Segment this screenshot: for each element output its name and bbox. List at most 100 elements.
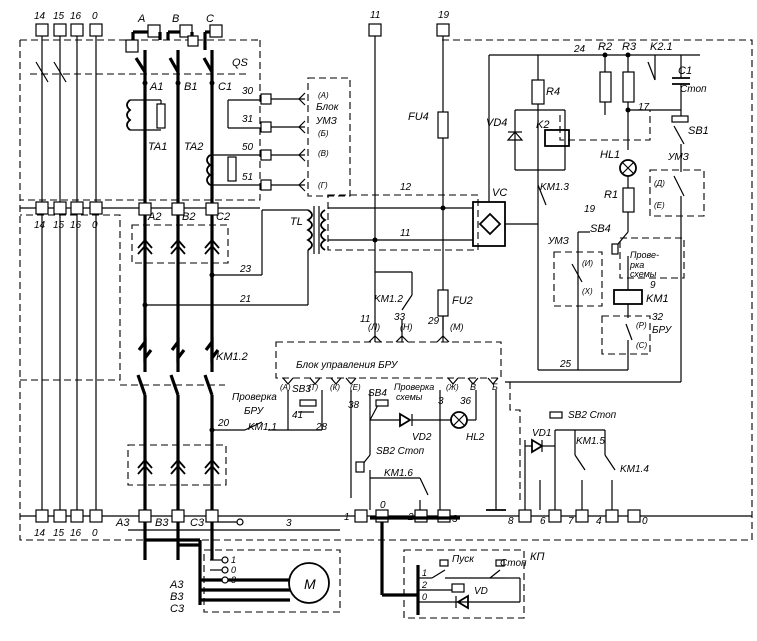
bru-input-a: (А) bbox=[280, 383, 291, 392]
wire-12-label: 12 bbox=[400, 182, 412, 193]
umz-contact-label: УМЗ bbox=[667, 152, 689, 163]
phase-c-label: C bbox=[206, 13, 214, 25]
hl1-label: HL1 bbox=[600, 149, 620, 161]
r1-label: R1 bbox=[604, 189, 618, 201]
wire-29-label: 29 bbox=[427, 316, 440, 327]
sb1-umz-contacts bbox=[505, 110, 705, 383]
umz-block: (А) Блок УМЗ (Б) (В) (Г) bbox=[298, 77, 351, 197]
fu2-label: FU2 bbox=[452, 295, 473, 307]
phase-junctions bbox=[142, 80, 215, 86]
bru-control-block bbox=[275, 335, 502, 385]
phase-b-label: B bbox=[172, 13, 179, 25]
top-terminal-label: 0 bbox=[92, 11, 98, 22]
wire-11-label: 11 bbox=[370, 10, 380, 21]
bottom-terminal-label: 16 bbox=[70, 528, 82, 539]
umz-block-title: Блок bbox=[316, 102, 340, 113]
check-scheme-circuit bbox=[350, 390, 506, 511]
wire-9-label: 9 bbox=[650, 280, 656, 291]
right-control-circuit bbox=[509, 382, 616, 510]
motor-tap-3: 3 bbox=[231, 575, 236, 585]
motor-c3-label: C3 bbox=[170, 603, 185, 615]
wire-32-label: 32 bbox=[652, 312, 664, 323]
wire-38-label: 38 bbox=[348, 400, 360, 411]
bru-input-zh: (Ж) bbox=[446, 383, 459, 392]
km16-label: KM1.6 bbox=[384, 468, 413, 479]
k2-label: K2 bbox=[536, 119, 549, 131]
phase-inputs: A B C QS bbox=[125, 13, 249, 69]
b2-label: B2 bbox=[182, 211, 195, 223]
bottom-control-terminals bbox=[354, 509, 641, 597]
top-terminal-label: 16 bbox=[70, 11, 82, 22]
b3-label: B3 bbox=[155, 517, 169, 529]
ta1-label: TA1 bbox=[148, 141, 167, 153]
mid-terminal-label: 0 bbox=[92, 220, 98, 231]
plug-connector-lower bbox=[127, 444, 227, 486]
umz-i-label: (И) bbox=[582, 259, 593, 268]
umz-input-v: (В) bbox=[318, 149, 329, 158]
stop-label-sb1: Стоп bbox=[680, 84, 707, 95]
kp-start-label: Пуск bbox=[452, 554, 475, 565]
vc-label: VC bbox=[492, 187, 507, 199]
wire-17-label: 17 bbox=[638, 102, 650, 113]
ta2-label: TA2 bbox=[184, 141, 203, 153]
term-6-label: 6 bbox=[540, 516, 546, 527]
wire-30-label: 30 bbox=[242, 86, 254, 97]
kp-control-post bbox=[403, 549, 525, 619]
check-scheme-l3: схемы bbox=[630, 269, 657, 279]
motor-label: M bbox=[304, 576, 316, 592]
bru-r-label: (Р) bbox=[636, 321, 647, 330]
wire-28-label: 28 bbox=[315, 422, 328, 433]
check-scheme-label-1: Проверка bbox=[394, 382, 434, 392]
bottom-terminal-label: 15 bbox=[53, 528, 65, 539]
vd1-label: VD1 bbox=[532, 428, 551, 439]
phase-2-terminals bbox=[138, 202, 219, 216]
wire-19-label: 19 bbox=[438, 10, 450, 21]
wire-50-label: 50 bbox=[242, 142, 254, 153]
wire-20-label: 20 bbox=[217, 418, 230, 429]
check-scheme-l1: Прове- bbox=[630, 250, 659, 260]
motor-b3-label: B3 bbox=[170, 591, 184, 603]
wire-24-label: 24 bbox=[573, 44, 586, 55]
current-transformers bbox=[126, 99, 262, 186]
wire-11b-label: 11 bbox=[400, 228, 410, 239]
sb4b-label: SB4 bbox=[368, 388, 387, 399]
timing-network bbox=[559, 52, 690, 213]
hl2-label: HL2 bbox=[466, 432, 485, 443]
r4-label: R4 bbox=[546, 86, 560, 98]
wire-21-label: 21 bbox=[239, 294, 251, 305]
umz-input-b: (Б) bbox=[318, 129, 329, 138]
outer-enclosure bbox=[19, 39, 753, 541]
umz2-label: УМЗ bbox=[547, 236, 569, 247]
kp-row-2: 2 bbox=[421, 580, 427, 590]
control-rails bbox=[328, 23, 473, 342]
bru-input-v: В bbox=[470, 382, 476, 392]
km15-label: KM1.5 bbox=[576, 436, 605, 447]
bus-3-label: 3 bbox=[286, 518, 292, 529]
wire-3-label: 3 bbox=[438, 396, 444, 407]
wire-31-label: 31 bbox=[242, 114, 253, 125]
term-0b-label: 0 bbox=[642, 516, 648, 527]
km13-label: KM1.3 bbox=[540, 182, 569, 193]
top-terminal-label: 15 bbox=[53, 11, 65, 22]
bottom-terminal-label: 14 bbox=[34, 528, 46, 539]
sb1-label: SB1 bbox=[688, 125, 709, 137]
bru-11-label: 11 bbox=[360, 314, 370, 325]
wire-36-label: 36 bbox=[460, 396, 472, 407]
term-0-label: 0 bbox=[380, 500, 386, 511]
kp-vd-label: VD bbox=[474, 586, 488, 597]
kp-label: КП bbox=[530, 551, 544, 563]
term-4-label: 4 bbox=[596, 516, 602, 527]
mid-terminal-label: 14 bbox=[34, 220, 46, 231]
umz-d-label: (Д) bbox=[654, 179, 665, 188]
tl-transformer bbox=[142, 194, 479, 308]
rail-disconnector bbox=[30, 61, 250, 83]
km1-label: KM1 bbox=[646, 293, 669, 305]
wire-41-label: 41 bbox=[292, 410, 303, 421]
wire-19b-label: 19 bbox=[584, 204, 596, 215]
top-terminal-label: 14 bbox=[34, 11, 46, 22]
sb2-stop2-label: SB2 Стоп bbox=[568, 410, 617, 421]
sb4-label: SB4 bbox=[590, 223, 611, 235]
c1-label: C1 bbox=[678, 65, 692, 77]
c2-label: C2 bbox=[216, 211, 230, 223]
